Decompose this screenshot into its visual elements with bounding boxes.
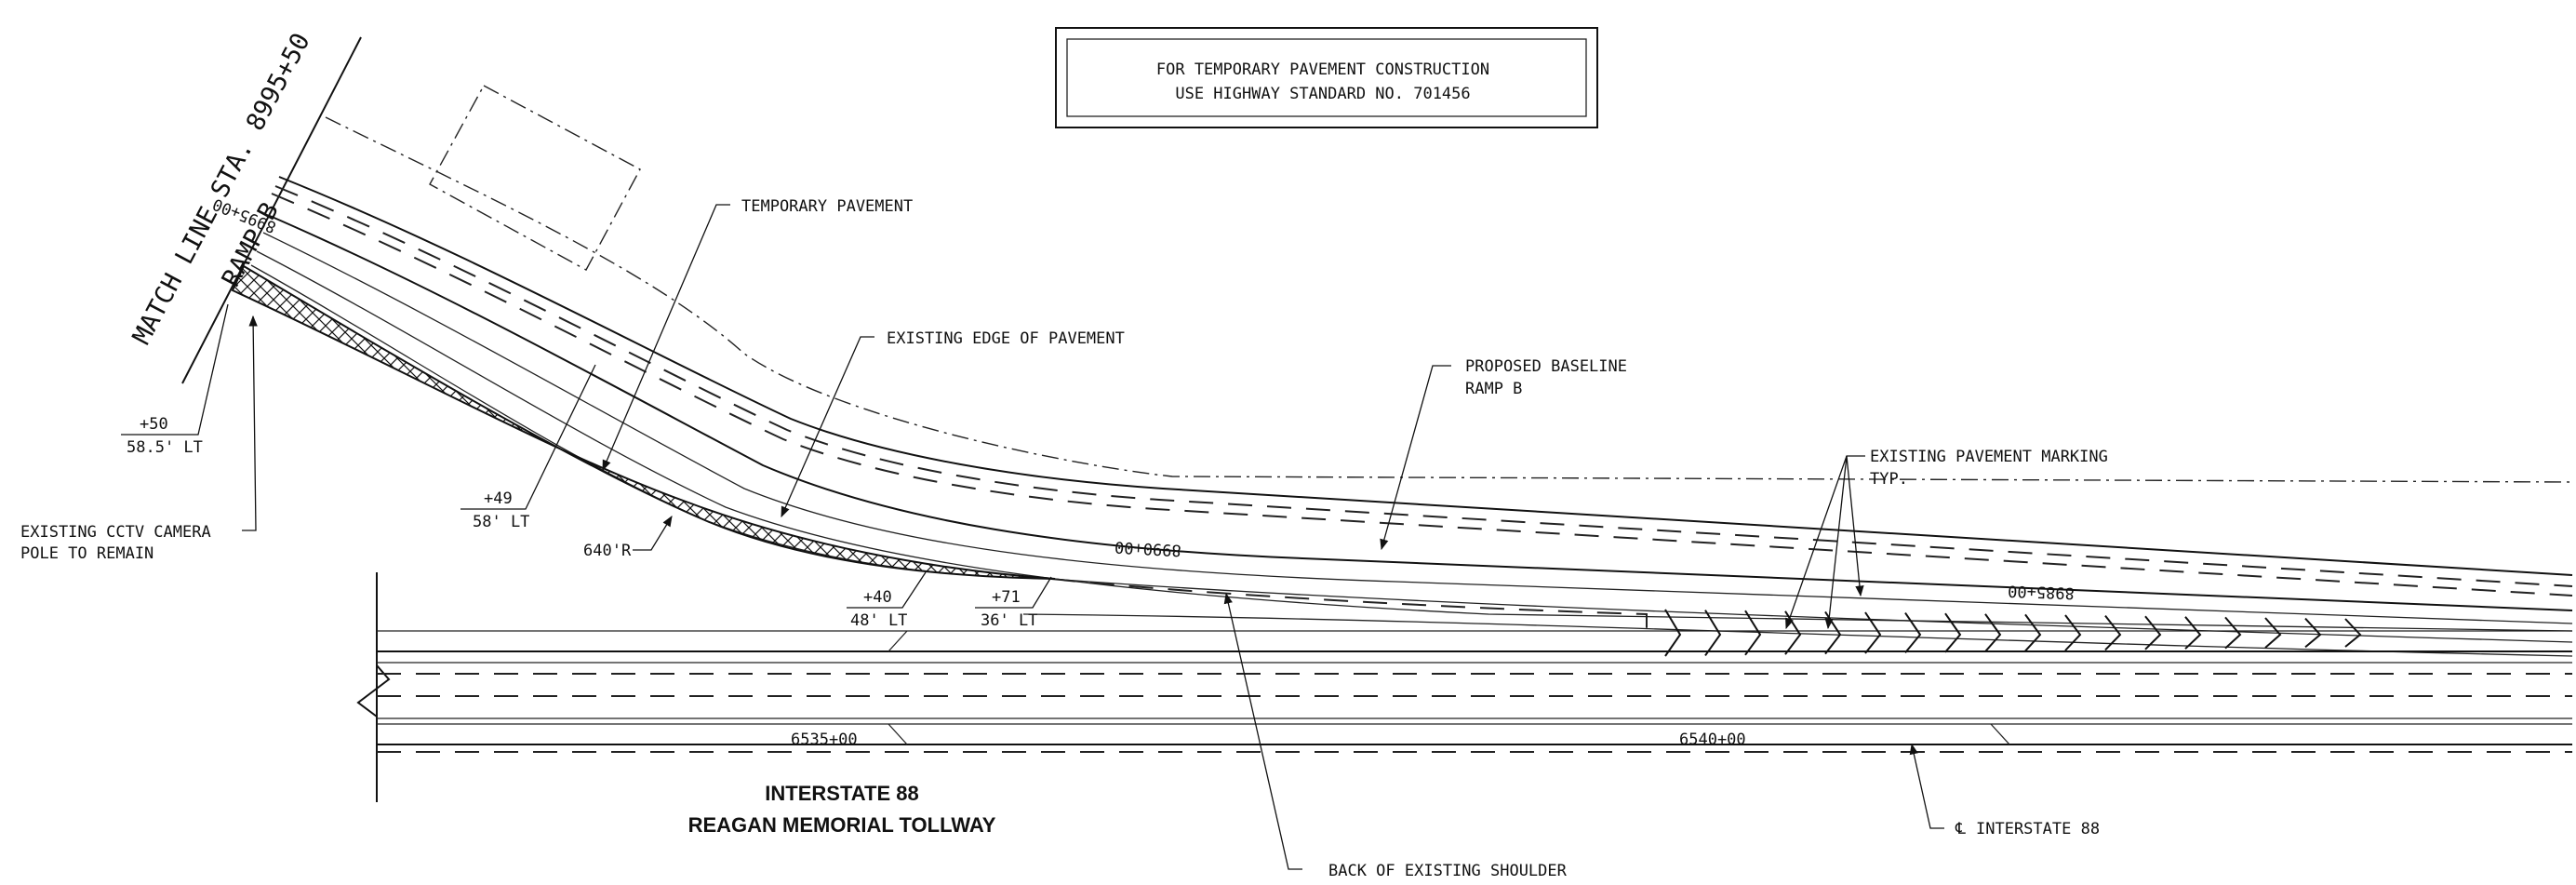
gore-chevron [2264,617,2282,649]
roadway-subtitle: REAGAN MEMORIAL TOLLWAY [688,813,996,837]
leader-proposed-baseline [1380,365,1451,551]
callout-leaders [121,204,1944,870]
label-cctv-1: EXISTING CCTV CAMERA [20,523,211,542]
label-existing-edge: EXISTING EDGE OF PAVEMENT [887,329,1125,348]
gore-chevron [2344,618,2362,648]
ramp-barrier-inner-2 [271,193,2573,597]
gore-chevron [1984,613,2002,652]
label-existing-marking-1: EXISTING PAVEMENT MARKING [1870,448,2108,466]
i88-station-1: 6535+00 [791,731,858,749]
leader-o49 [460,364,596,510]
label-existing-marking-2: TYP. [1870,470,1908,489]
break-symbol [356,664,391,717]
ramp-barrier-inner [274,185,2573,587]
ramp-station-3: 8985+00 [2008,582,2075,602]
note-box: FOR TEMPORARY PAVEMENT CONSTRUCTION USE … [1055,27,1598,128]
roadway-title: INTERSTATE 88 REAGAN MEMORIAL TOLLWAY [688,782,996,837]
temporary-pavement-hatch [231,264,1056,580]
gore-chevron [2064,614,2082,651]
ramp-station-2: 8990+00 [1114,537,1182,559]
gore-chevron [2304,617,2322,649]
note-box-outer [1055,27,1598,128]
gore-chevron [2024,613,2042,652]
leader-o71 [975,576,1052,609]
offset-40-station: +40 [863,588,892,607]
callout-text: TEMPORARY PAVEMENT EXISTING EDGE OF PAVE… [20,197,2108,880]
label-cctv-2: POLE TO REMAIN [20,544,153,563]
offset-50-station: +50 [140,415,168,434]
note-line-2: USE HIGHWAY STANDARD NO. 701456 [1175,85,1470,103]
gore-line-upper [1050,578,2573,643]
gore-chevron [1904,612,1922,654]
label-cl-interstate: INTERSTATE 88 [1976,820,2100,838]
gore-chevron [1664,609,1682,657]
label-proposed-baseline-2: RAMP B [1465,380,1522,398]
label-temporary-pavement: TEMPORARY PAVEMENT [741,197,913,216]
note-line-1: FOR TEMPORARY PAVEMENT CONSTRUCTION [1156,60,1489,79]
match-line-rule [181,36,362,384]
gore-chevron [1744,610,1762,656]
leader-o50 [121,303,229,436]
i88-station-2: 6540+00 [1679,731,1746,749]
gore-chevron [1864,611,1882,654]
label-proposed-baseline-1: PROPOSED BASELINE [1465,357,1627,376]
ramp-barrier-outer [278,176,2573,576]
row-line [325,116,2573,483]
gore-chevron [2104,614,2122,651]
gore-chevrons [1664,609,2362,657]
ramp-lane-line-3 [250,264,1052,580]
leader-existing-edge [781,336,874,518]
leader-cl-interstate [1909,743,1944,829]
leader-marking-3 [1846,455,1864,597]
leader-temporary-pavement [602,204,730,472]
offset-49-station: +49 [484,489,513,508]
roadway-name: INTERSTATE 88 [765,782,918,805]
offset-labels: +50 58.5' LT +49 58' LT +40 48' LT +71 3… [127,415,1037,630]
label-back-shoulder: BACK OF EXISTING SHOULDER [1328,862,1568,880]
easement-box [429,85,641,271]
gore-chevron [1944,612,1962,653]
gore-chevron [2184,616,2202,650]
offset-71-distance: 36' LT [981,611,1037,630]
ramp-lane-line-1 [262,232,2573,624]
leader-cctv [242,315,258,531]
ramp-b-lines [250,176,2573,657]
leader-back-shoulder [1223,592,1302,870]
offset-71-station: +71 [992,588,1021,607]
gore-chevron [1704,610,1722,656]
ramp-lane-line-2 [256,250,2573,632]
gore-chevron [2144,615,2162,650]
ramp-baseline [269,215,2573,611]
note-box-inner [1066,38,1587,117]
offset-49-distance: 58' LT [473,513,529,531]
leader-marking-2 [1824,455,1848,630]
property-line [325,85,2573,483]
leader-radius [633,516,673,551]
gore-line-lower [1022,613,2573,657]
label-radius: 640'R [583,542,632,560]
interstate-mainline [356,572,2572,802]
mainline-ties [888,630,2010,745]
station-labels: 8995+00 8990+00 8985+00 6535+00 6540+00 [210,194,2075,749]
offset-40-distance: 48' LT [850,611,907,630]
gore-chevron [2224,616,2242,650]
leader-o40 [847,571,927,609]
offset-50-distance: 58.5' LT [127,438,203,457]
label-cl-symbol: ℄ [1955,820,1966,838]
